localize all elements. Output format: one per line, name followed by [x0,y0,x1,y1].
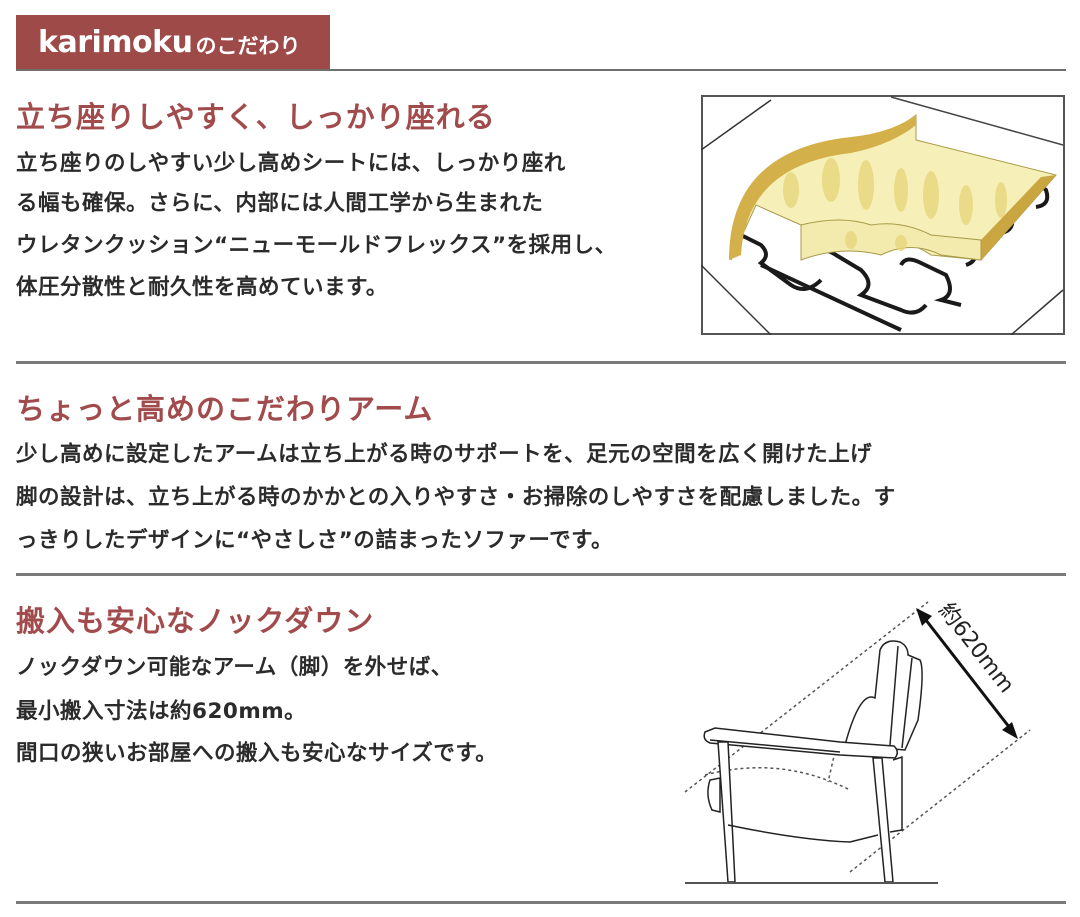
body-line: ノックダウン可能なアーム（脚）を外せば、 [16,655,453,680]
body-line: 少し高めに設定したアームは立ち上がる時のサポートを、足元の空間を広く開けた上げ [16,442,873,467]
section-title-arm: ちょっと高めのこだわりアーム [16,392,434,426]
body-line: 体圧分散性と耐久性を高めています。 [16,275,388,300]
body-line: っきりしたデザインに“やさしさ”の詰まったソファーです。 [16,528,613,553]
body-line: 間口の狭いお部屋への搬入も安心なサイズです。 [16,741,498,766]
section-divider [16,361,1066,364]
body-line: 脚の設計は、立ち上がる時のかかとの入りやすさ・お掃除のしやすさを配慮しました。す [16,485,896,510]
brand-name: karimoku [38,25,193,60]
brand-header-badge: karimoku のこだわり [16,15,330,70]
brand-suffix: のこだわり [195,33,301,58]
body-line: 最小搬入寸法は約620mm。 [16,699,307,724]
section-title-knockdown: 搬入も安心なノックダウン [16,604,375,638]
body-line: 立ち座りのしやすい少し高めシートには、しっかり座れ [16,151,566,176]
urethane-cushion-illustration [700,95,1065,336]
section-title-seating: 立ち座りしやすく、しっかり座れる [16,100,496,134]
knockdown-chair-diagram: 約620mm [680,580,1080,890]
section-divider [16,573,1066,576]
body-line: ウレタンクッション“ニューモールドフレックス”を採用し、 [16,233,617,258]
section-divider [16,901,1066,904]
header-rule [16,69,1066,71]
body-line: る幅も確保。さらに、内部には人間工学から生まれた [16,191,544,216]
